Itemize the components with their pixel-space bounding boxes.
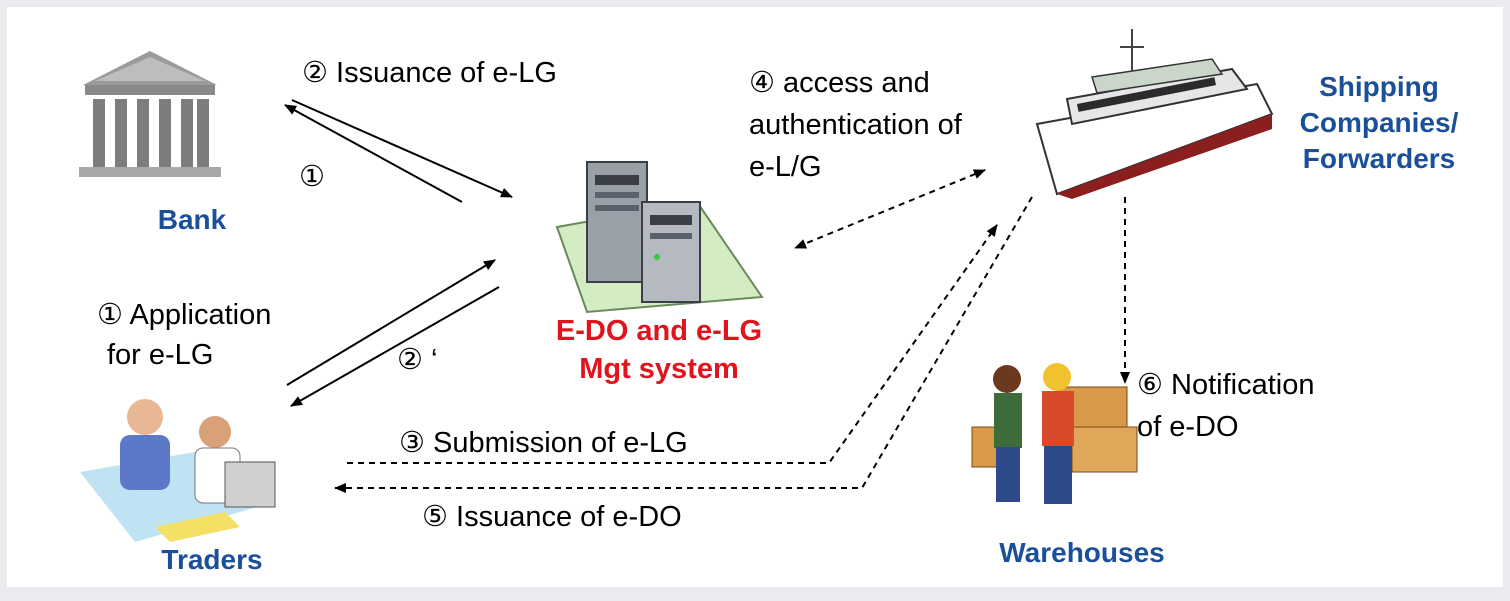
step-application-line1: ① Application <box>97 299 272 331</box>
arrow-system-ship <box>796 169 986 248</box>
step-access-line1: ④ access and <box>749 67 930 99</box>
step-access-line2: authentication of <box>749 109 962 141</box>
system-label-line1: E-DO and e-LG <box>555 315 763 347</box>
shipping-label-line1: Shipping <box>1319 71 1439 102</box>
step-2-prime: ② ‘ <box>397 344 438 376</box>
server-computer-icon <box>555 161 764 314</box>
step-1-marker: ① <box>299 161 325 193</box>
arrow-system-to-bank <box>284 104 463 203</box>
ship-icon <box>1035 29 1274 199</box>
step-submission: ③ Submission of e-LG <box>399 427 688 459</box>
arrow-bank-to-system <box>291 99 513 198</box>
arrow-issuance-edo <box>334 196 1033 493</box>
warehouses-label: Warehouses <box>999 537 1165 568</box>
bank-building-icon <box>79 51 221 177</box>
shipping-label: Shipping Companies/ Forwarders <box>1269 69 1489 177</box>
step-issuance-edo: ⑤ Issuance of e-DO <box>422 501 682 533</box>
diagram-canvas: Bank Traders E-DO and e-LG Mgt system Sh… <box>7 7 1503 587</box>
step-access-line3: e-L/G <box>749 151 822 183</box>
shipping-label-line2: Companies/ <box>1299 107 1459 138</box>
step-application-line2: for e-LG <box>107 339 214 371</box>
connector-layer <box>284 99 1130 493</box>
arrow-submission <box>347 224 998 464</box>
shipping-label-line3: Forwarders <box>1302 143 1456 174</box>
traders-people-icon <box>80 399 276 542</box>
system-label: E-DO and e-LG Mgt system <box>509 312 809 388</box>
step-notification-line2: of e-DO <box>1137 411 1239 443</box>
bank-label: Bank <box>157 204 227 235</box>
traders-label: Traders <box>161 544 263 575</box>
arrow-traders-to-system <box>286 259 496 386</box>
warehouse-workers-icon <box>971 363 1138 504</box>
arrow-system-to-traders <box>290 286 500 407</box>
step-issuance-elg: ② Issuance of e-LG <box>302 57 557 89</box>
step-notification-line1: ⑥ Notification <box>1137 369 1315 401</box>
system-label-line2: Mgt system <box>579 353 739 385</box>
